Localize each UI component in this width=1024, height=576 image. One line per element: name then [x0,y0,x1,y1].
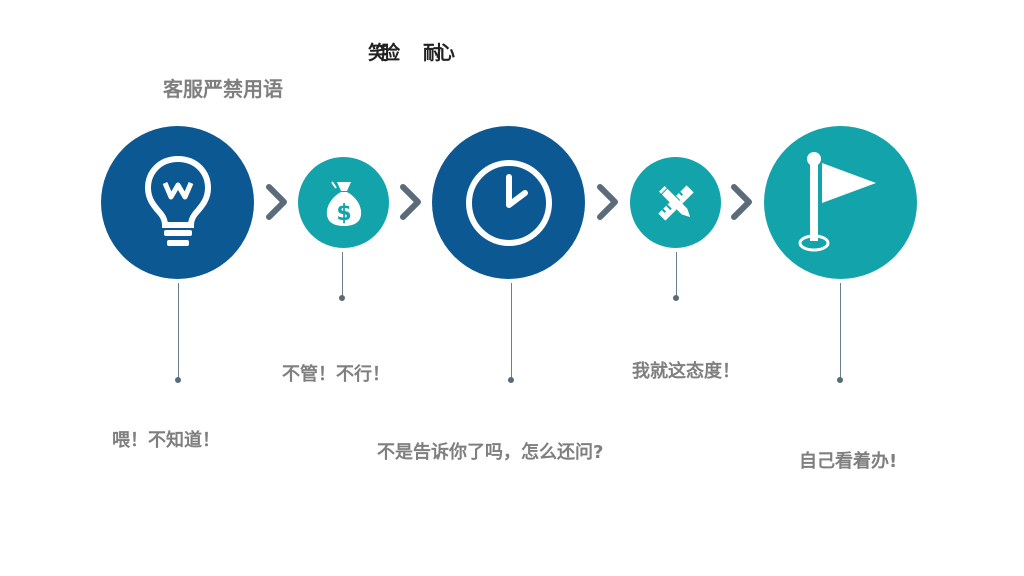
section-title: 客服严禁用语 [163,77,283,101]
title-fragment-left: 笑脸 [368,42,400,64]
step-caption-5: 自己看着办! [799,451,898,472]
connector-dot-5 [837,377,843,383]
step-caption-3: 不是告诉你了吗，怎么还问? [377,442,604,463]
connector-line-5 [840,283,841,378]
connector-dot-1 [175,377,181,383]
chevron-right-icon [400,184,421,220]
step-caption-2: 不管！不行！ [282,364,390,385]
step-caption-4: 我就这态度！ [632,361,740,382]
money-bag-icon: $ [326,180,361,226]
step-circle-3 [432,126,585,279]
title-fragment-right: 耐心 [423,42,455,64]
step-circle-1 [101,126,254,279]
connector-line-2 [342,252,343,296]
connector-line-1 [178,283,179,378]
connector-dot-2 [339,295,345,301]
flag-icon [798,151,876,251]
step-caption-1: 喂！不知道！ [112,430,220,451]
svg-text:$: $ [336,201,351,226]
chevron-right-icon [731,184,752,220]
connector-dot-4 [673,295,679,301]
step-circle-2: $ [298,157,389,248]
clock-icon [465,159,552,246]
connector-dot-3 [508,377,514,383]
ruler-pencil-icon [657,184,694,221]
lightbulb-icon [144,155,211,246]
step-circle-4 [630,157,721,248]
chevron-right-icon [597,184,618,220]
connector-line-4 [676,252,677,296]
chevron-right-icon [266,184,287,220]
step-circle-5 [764,126,917,279]
connector-line-3 [511,283,512,378]
